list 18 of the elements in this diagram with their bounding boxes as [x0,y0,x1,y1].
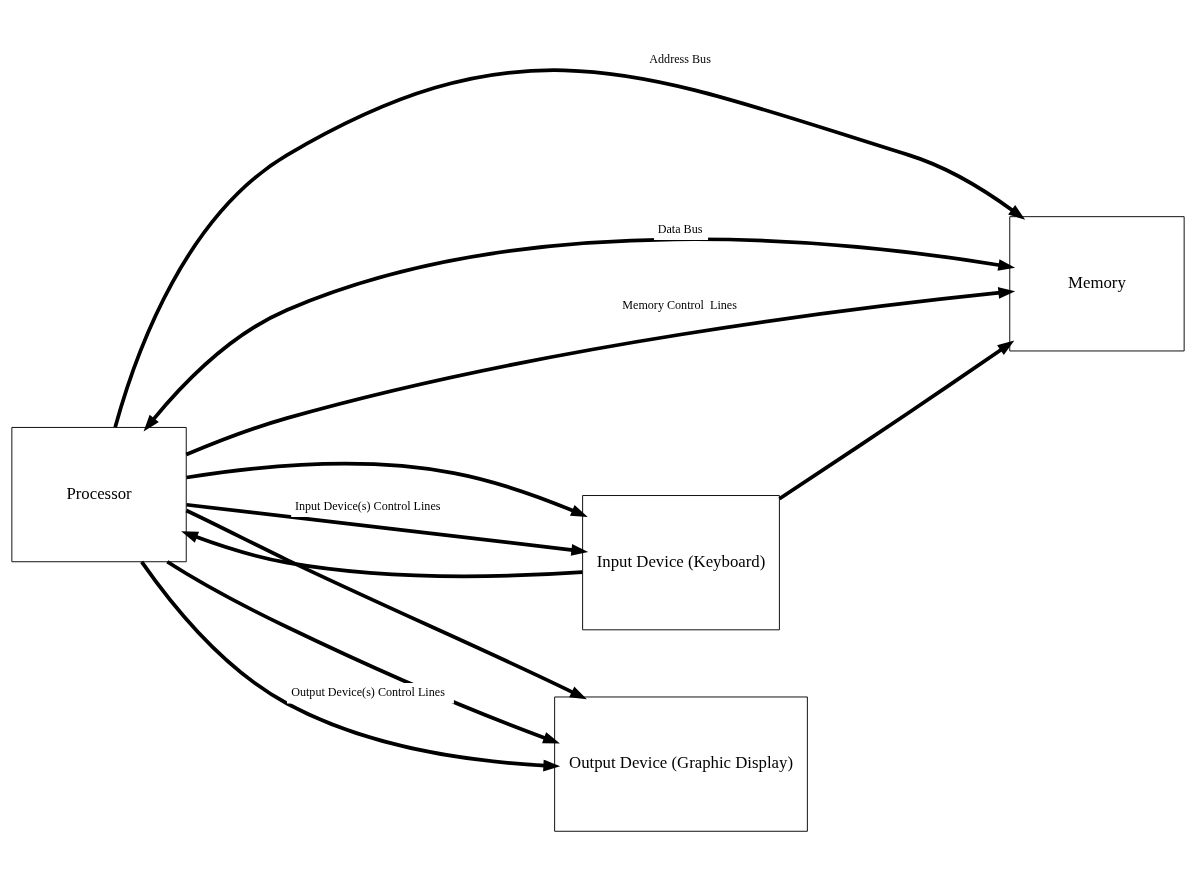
arrow [181,530,583,578]
edge-label: Address Bus [649,51,711,66]
edge-label: Memory Control Lines [622,297,737,312]
edge-label: Output Device(s) Control Lines [291,684,445,699]
edge-label: Input Device(s) Control Lines [294,498,441,513]
arrow [778,340,1015,500]
arrow [185,508,587,699]
arrow [186,502,589,556]
edge-label: Data Bus [657,221,703,236]
arrow [113,68,1026,428]
node-box: Output Device (Graphic Display) [554,696,808,832]
node-box: Memory [1009,215,1185,351]
arrow [166,559,560,743]
node-box: Processor [11,426,187,562]
arrow [185,286,1016,456]
arrow [143,237,1016,431]
node-box: Input Device (Keyboard) [582,494,780,630]
arrow [140,560,561,771]
